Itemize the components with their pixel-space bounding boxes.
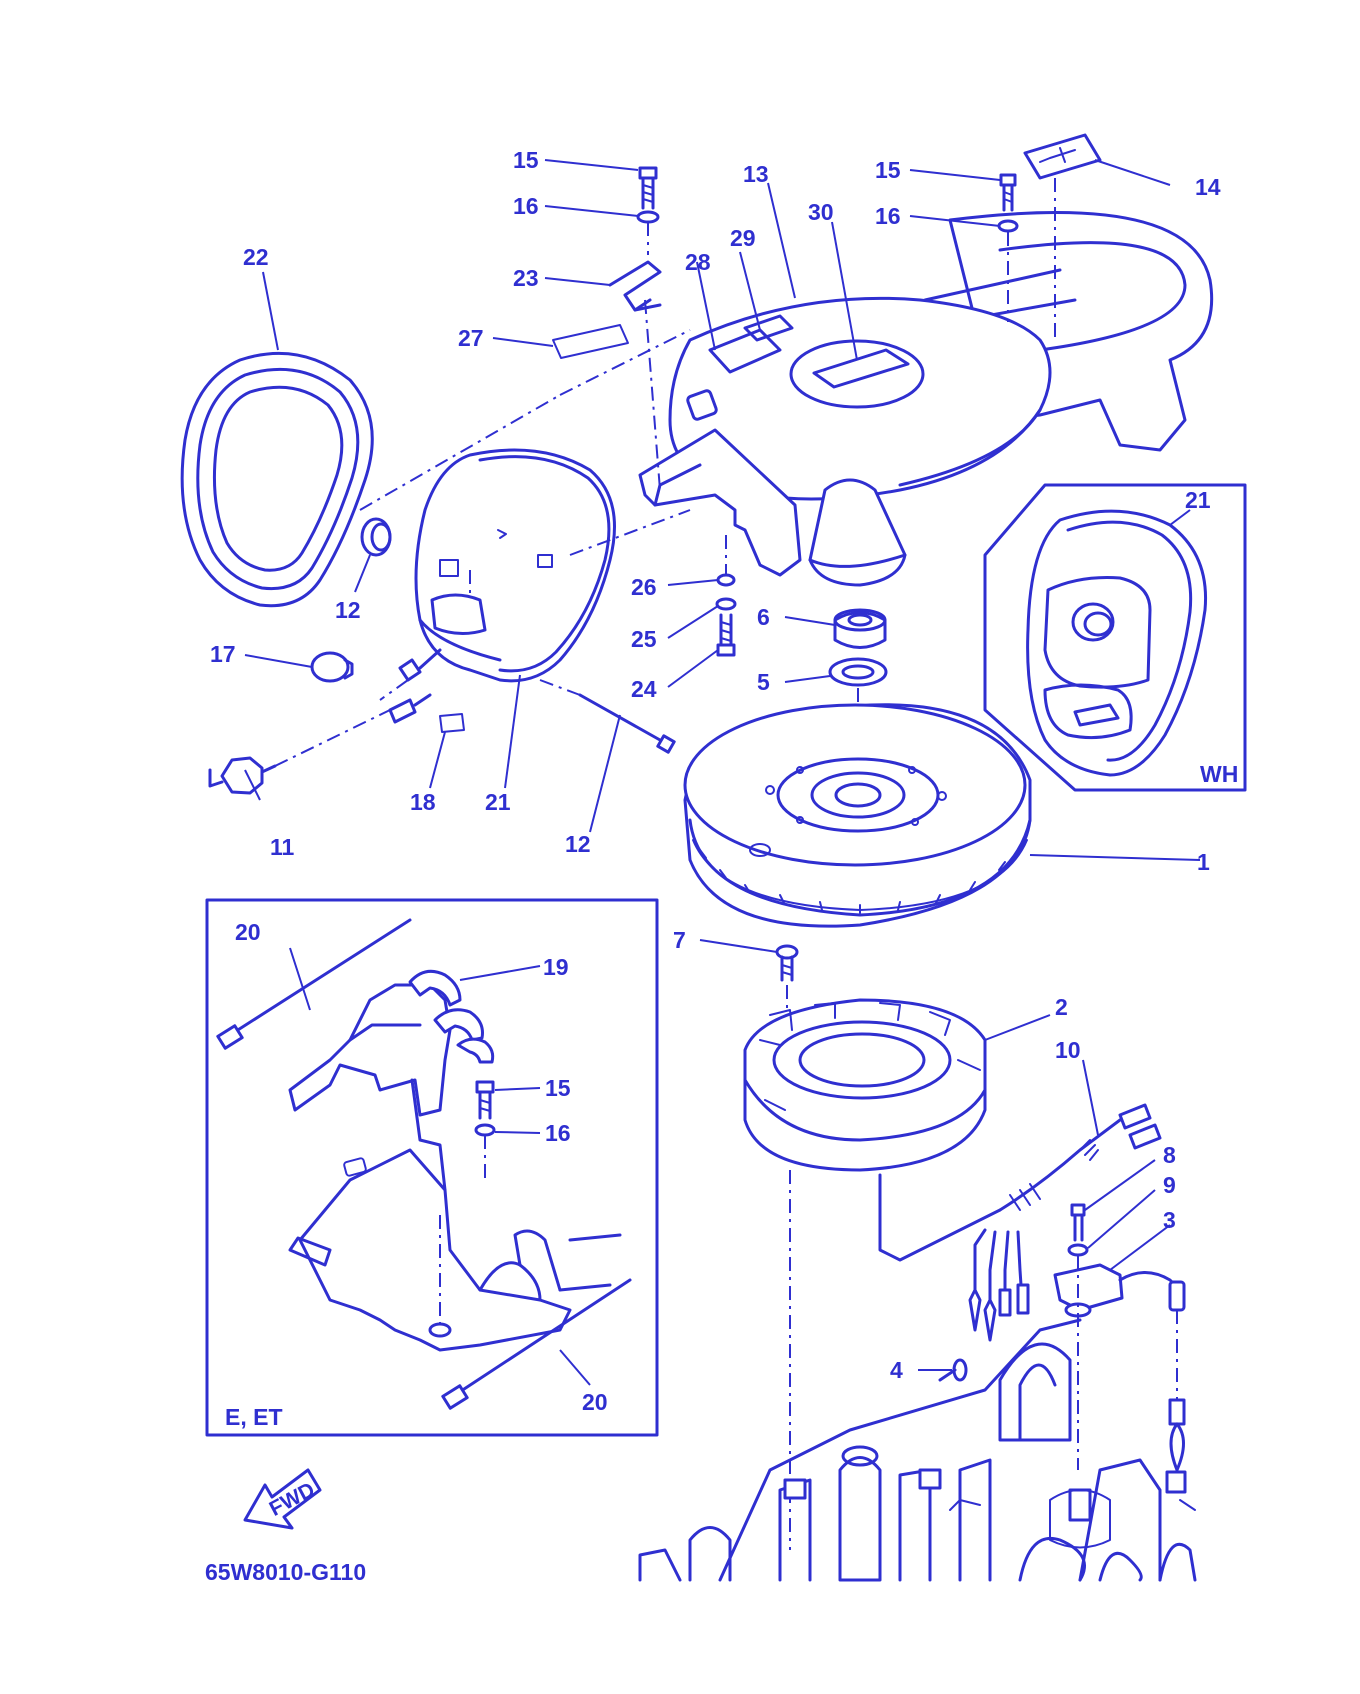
- silencer-21: [414, 448, 616, 683]
- engine-block: [638, 1318, 1197, 1582]
- callout-15-right: 15: [875, 157, 901, 183]
- callout-13: 13: [743, 161, 769, 187]
- pulser-coil-3: [1053, 1203, 1187, 1494]
- callout-10: 10: [1055, 1037, 1081, 1063]
- diagram-code: 65W8010-G110: [205, 1559, 366, 1585]
- callout-16-top: 16: [513, 193, 539, 219]
- lead-wire-10: [789, 1103, 1162, 1550]
- callout-21-wh: 21: [1185, 487, 1211, 513]
- callout-18: 18: [410, 789, 436, 815]
- nut-6: [833, 608, 887, 649]
- callout-9: 9: [1163, 1172, 1176, 1198]
- callout-21: 21: [485, 789, 511, 815]
- callout-15-top: 15: [513, 147, 539, 173]
- bolt-15-right: [997, 173, 1019, 322]
- inset-e-et: [205, 898, 659, 1437]
- callout-14: 14: [1195, 174, 1221, 200]
- callout-16-inset: 16: [545, 1120, 571, 1146]
- fwd-arrow-icon: FWD: [243, 1468, 322, 1530]
- rivet-4: [938, 1358, 968, 1382]
- callout-22: 22: [243, 244, 269, 270]
- callout-19: 19: [543, 954, 569, 980]
- assembly-line: [359, 394, 561, 511]
- callout-5: 5: [757, 669, 770, 695]
- callout-12-cable-tie: 12: [565, 831, 591, 857]
- hardware-24-26: [715, 535, 737, 657]
- clip-23: [608, 260, 662, 491]
- inset-wh: [983, 483, 1247, 792]
- callout-20-top: 20: [235, 919, 261, 945]
- callout-6: 6: [757, 604, 770, 630]
- intake-gasket-22: [180, 351, 374, 608]
- label-18: [439, 713, 465, 733]
- callout-16-right: 16: [875, 203, 901, 229]
- bolt-15-top: [636, 166, 660, 255]
- callout-3: 3: [1163, 1207, 1176, 1233]
- callout-12-grommet: 12: [335, 597, 361, 623]
- flywheel-cover: [668, 211, 1214, 501]
- leader-lines: [244, 159, 1201, 1386]
- callout-11: 11: [270, 834, 295, 860]
- inset-e-et-label: E, ET: [225, 1404, 283, 1430]
- assembly-line: [559, 329, 691, 396]
- callout-2: 2: [1055, 994, 1068, 1020]
- callout-25: 25: [631, 626, 657, 652]
- callout-1: 1: [1197, 849, 1210, 875]
- callout-23: 23: [513, 265, 539, 291]
- callout-4: 4: [890, 1357, 903, 1383]
- callout-30: 30: [808, 199, 834, 225]
- inset-wh-label: WH: [1200, 761, 1238, 787]
- callout-28: 28: [685, 249, 711, 275]
- flywheel-1: [683, 703, 1032, 928]
- grommet-12: [360, 517, 392, 557]
- callout-7: 7: [673, 927, 686, 953]
- plug-17: [310, 651, 354, 683]
- callout-26: 26: [631, 574, 657, 600]
- callout-labels: 1 2 3 4 5 6 7 8 9 10 11 12 12 13 14 15 1…: [205, 147, 1238, 1585]
- callout-27: 27: [458, 325, 484, 351]
- assembly-line: [569, 509, 691, 556]
- callout-8: 8: [1163, 1142, 1176, 1168]
- callout-29: 29: [730, 225, 756, 251]
- callout-15-inset: 15: [545, 1075, 571, 1101]
- callout-17: 17: [210, 641, 236, 667]
- label-plate-14: [1023, 133, 1102, 340]
- callout-20-bottom: 20: [582, 1389, 608, 1415]
- washer-5: [828, 657, 888, 687]
- stator-2: [743, 998, 987, 1172]
- center-cone: [808, 478, 907, 587]
- label-27: [552, 324, 629, 359]
- callout-24: 24: [631, 676, 657, 702]
